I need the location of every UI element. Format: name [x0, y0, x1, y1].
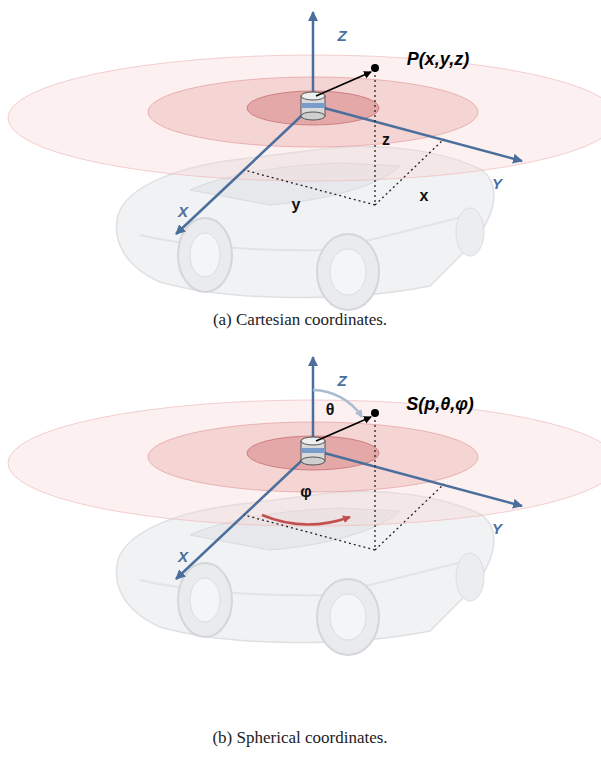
angle-name: θ [326, 401, 335, 419]
axis-name: Z [337, 373, 346, 390]
spherical-panel [8, 357, 601, 655]
coordinate-name: y [292, 196, 301, 214]
coordinate-name: z [382, 131, 390, 149]
coordinate-name: x [420, 187, 429, 205]
cartesian-panel [8, 12, 601, 310]
axis-name: Y [492, 521, 502, 538]
subfigure-caption: (b) Spherical coordinates. [212, 729, 387, 748]
angle-name: φ [300, 483, 311, 501]
axis-name: Y [492, 176, 502, 193]
axis-name: X [178, 549, 188, 566]
point-label: S(p,θ,φ) [406, 395, 474, 415]
point-label: P(x,y,z) [407, 50, 469, 70]
axis-name: X [178, 204, 188, 221]
subfigure-caption: (a) Cartesian coordinates. [213, 311, 387, 330]
axis-name: Z [337, 28, 346, 45]
